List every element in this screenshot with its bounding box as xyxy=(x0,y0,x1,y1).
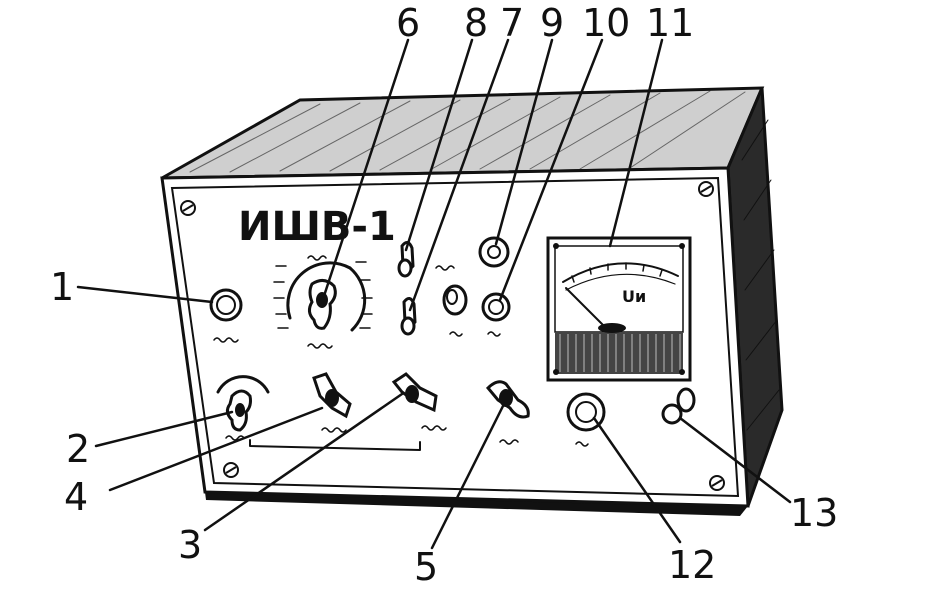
callout-2: 2 xyxy=(66,427,90,471)
callout-numbers: 1 2 3 4 5 6 8 7 9 10 11 12 13 xyxy=(50,1,838,589)
screw-icon xyxy=(180,200,196,216)
callout-6: 6 xyxy=(396,1,420,45)
power-toggle-13 xyxy=(661,387,696,425)
callout-9: 9 xyxy=(540,1,564,45)
leader-line-11 xyxy=(608,38,664,248)
rotary-knob-3 xyxy=(391,372,447,431)
screw-icon xyxy=(223,462,239,478)
leader-line-12 xyxy=(592,416,682,544)
leader-lines xyxy=(76,38,792,550)
leader-line-1 xyxy=(76,285,214,304)
panel-screws xyxy=(180,181,725,491)
callout-4: 4 xyxy=(64,475,88,519)
leader-line-7 xyxy=(408,38,510,312)
callout-10: 10 xyxy=(582,1,630,45)
leader-line-9 xyxy=(494,38,554,246)
leader-line-10 xyxy=(498,38,604,302)
callout-5: 5 xyxy=(414,545,438,589)
leader-line-2 xyxy=(94,410,234,448)
rotary-switch-6 xyxy=(273,255,373,349)
callout-3: 3 xyxy=(178,523,202,567)
leader-line-3 xyxy=(203,392,404,532)
socket-10 xyxy=(481,292,511,337)
callout-8: 8 xyxy=(464,1,488,45)
leader-line-6 xyxy=(322,38,410,298)
device-title: ИШВ-1 xyxy=(238,204,396,250)
leader-line-8 xyxy=(404,38,474,252)
leader-line-13 xyxy=(678,416,792,504)
toggle-switch-8 xyxy=(397,241,415,278)
leader-line-5 xyxy=(430,402,506,550)
callout-11: 11 xyxy=(646,1,694,45)
rotary-knob-4 xyxy=(312,372,352,433)
meter-11: Uи xyxy=(546,236,692,382)
housing-base xyxy=(205,492,748,516)
rotary-knob-2 xyxy=(216,375,270,441)
screw-icon xyxy=(698,181,714,197)
socket-1 xyxy=(209,288,243,343)
screw-icon xyxy=(709,475,725,491)
front-panel-inner-border xyxy=(170,176,740,498)
callout-12: 12 xyxy=(668,543,716,587)
rotary-knob-5 xyxy=(485,380,530,445)
callout-13: 13 xyxy=(790,491,838,535)
leader-line-4 xyxy=(108,406,324,492)
group-bracket xyxy=(249,439,421,451)
small-knob xyxy=(435,265,468,337)
knob-9 xyxy=(478,236,510,268)
callout-1: 1 xyxy=(50,265,74,309)
callout-7: 7 xyxy=(500,1,524,45)
meter-unit-label: Uи xyxy=(622,287,646,306)
